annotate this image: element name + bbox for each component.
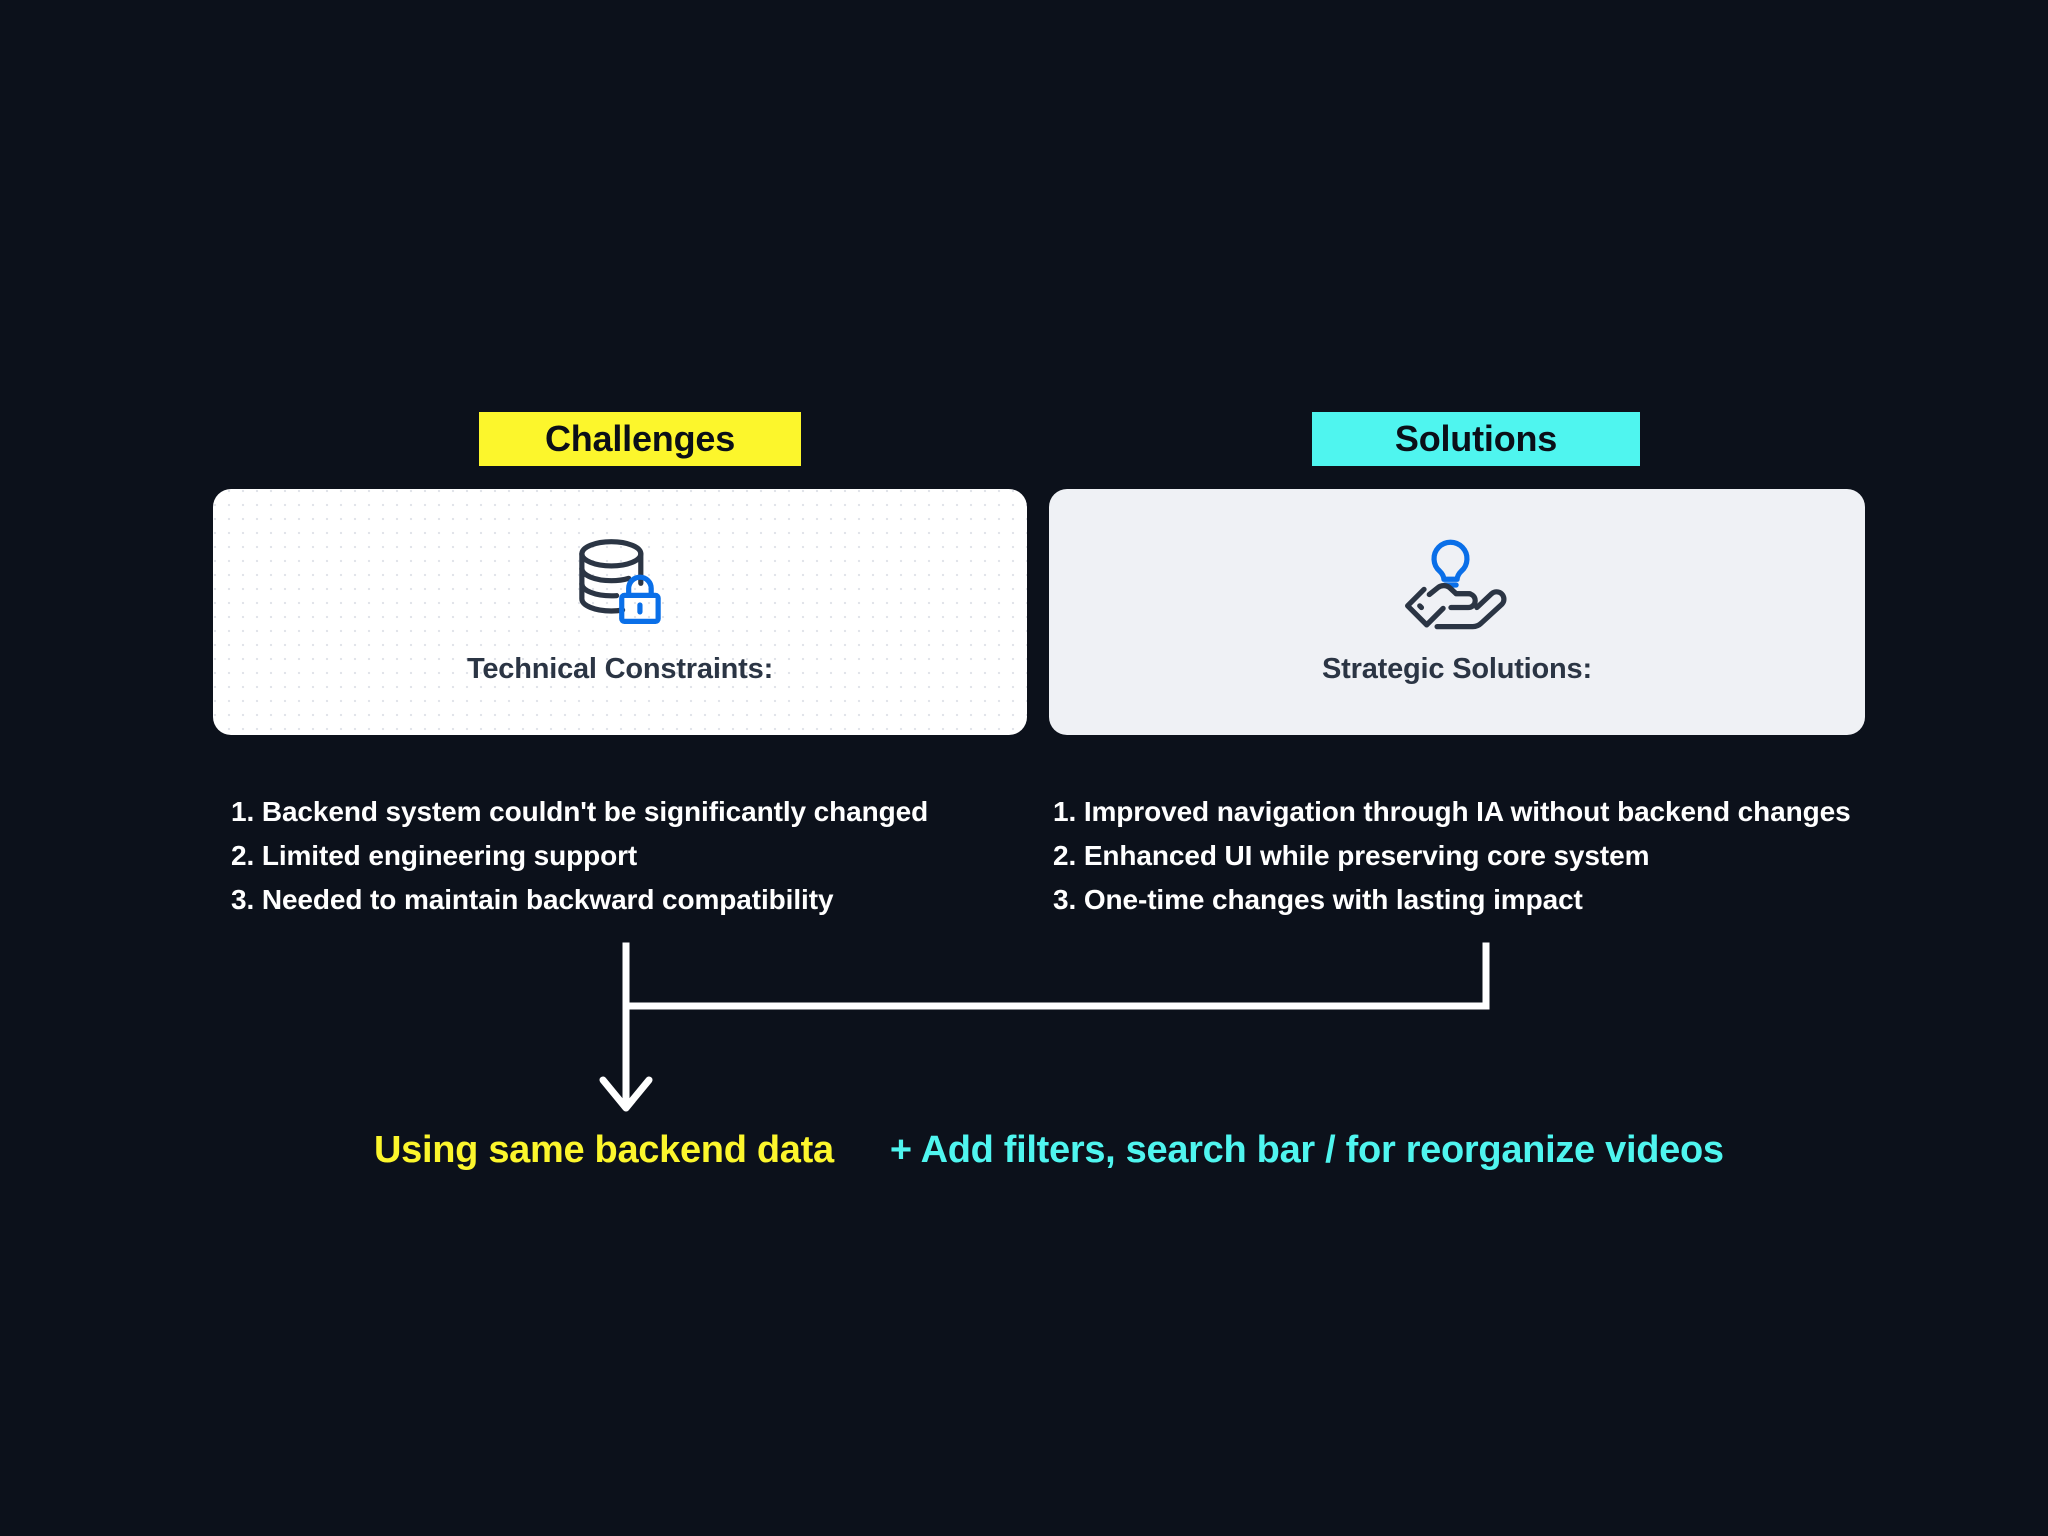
- solutions-card-caption: Strategic Solutions:: [1322, 653, 1592, 685]
- list-item: 1. Backend system couldn't be significan…: [231, 796, 929, 827]
- caption-backend-data: Using same backend data: [374, 1129, 834, 1171]
- solutions-card: Strategic Solutions:: [1049, 489, 1865, 735]
- list-item: 3. Needed to maintain backward compatibi…: [231, 884, 834, 915]
- list-item: 2. Limited engineering support: [231, 840, 638, 871]
- challenges-list: 1. Backend system couldn't be significan…: [231, 790, 928, 922]
- list-item: 3. One-time changes with lasting impact: [1053, 884, 1583, 915]
- challenges-card-caption: Technical Constraints:: [466, 653, 774, 685]
- solutions-list: 1. Improved navigation through IA withou…: [1053, 790, 1851, 922]
- caption-filters-search: + Add filters, search bar / for reorgani…: [889, 1129, 1724, 1171]
- merge-down-arrow-icon: [599, 942, 1490, 1112]
- list-item: 2. Enhanced UI while preserving core sys…: [1053, 840, 1650, 871]
- summary-caption: Using same backend data + Add filters, s…: [374, 1124, 1724, 1176]
- list-item: 1. Improved navigation through IA withou…: [1053, 796, 1851, 827]
- hand-lightbulb-icon: [1405, 539, 1507, 630]
- section-header-challenges: Challenges: [479, 412, 801, 466]
- database-lock-icon: [579, 539, 661, 624]
- challenges-card: Technical Constraints:: [213, 489, 1027, 735]
- section-header-solutions: Solutions: [1312, 412, 1640, 466]
